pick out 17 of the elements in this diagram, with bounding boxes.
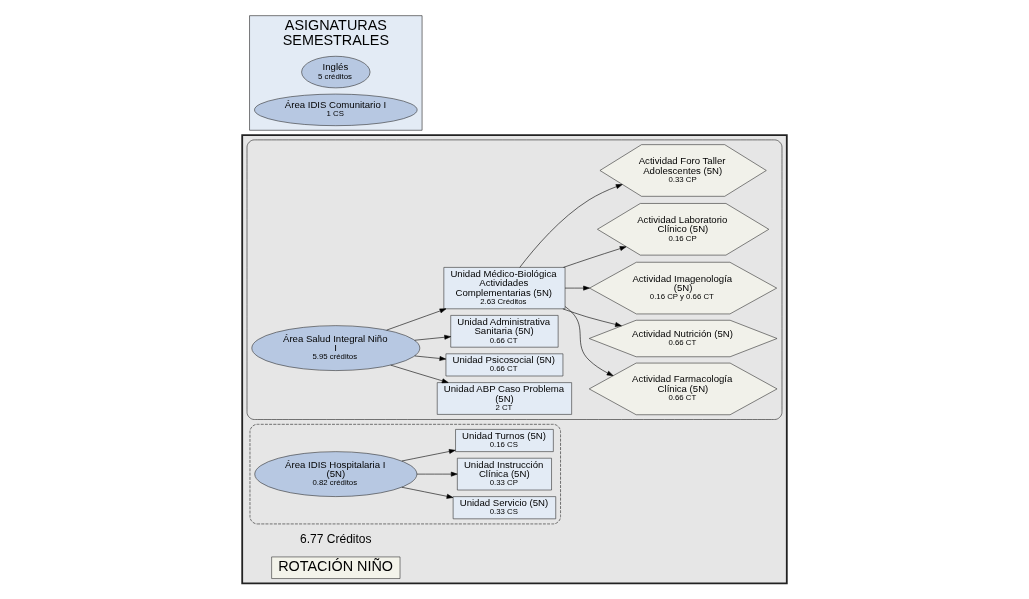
arrow	[401, 486, 454, 499]
arrow	[416, 471, 458, 477]
cluster	[246, 139, 783, 420]
arrow	[401, 449, 456, 462]
arrow	[386, 308, 447, 331]
arrow	[563, 246, 627, 268]
cluster	[241, 134, 788, 585]
node-label: 6.77 Créditos	[300, 531, 372, 546]
arrow	[564, 285, 590, 291]
arrow	[414, 334, 451, 341]
arrow	[564, 306, 614, 376]
node-box: ROTACIÓN NIÑO	[271, 556, 401, 579]
arrow	[414, 355, 447, 361]
arrow	[390, 364, 449, 384]
arrow	[562, 308, 622, 327]
cluster	[249, 424, 561, 525]
arrow	[519, 184, 623, 268]
